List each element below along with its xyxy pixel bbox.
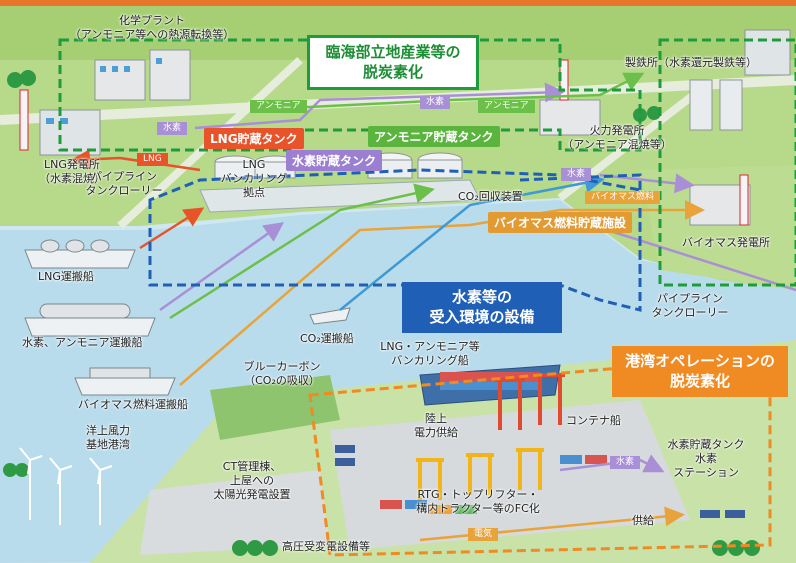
biomass-carrier-label: バイオマス燃料運搬船 <box>78 398 188 411</box>
container-yard <box>330 400 690 550</box>
flow-tag-lng: LNG <box>137 153 168 166</box>
lng-power-plant-icon <box>19 89 101 156</box>
lng-tanks-icon <box>214 155 296 179</box>
wind-turbines-icon <box>19 447 113 525</box>
zone-coastal-industry-title: 臨海部立地産業等の 脱炭素化 <box>307 35 479 90</box>
lng-carrier-label: LNG運搬船 <box>38 270 94 283</box>
pier <box>199 179 481 213</box>
flow-tag-hydrogen: 水素 <box>610 456 641 469</box>
rtg-icon <box>416 448 544 500</box>
h2-nh3-carrier-label: 水素、アンモニア運搬船 <box>22 336 143 349</box>
flow-tag-ammonia: アンモニア <box>478 100 535 113</box>
flow-tag-hydrogen: 水素 <box>561 168 592 181</box>
pipeline-lorry-left-label: パイプライン タンクローリー <box>85 170 163 197</box>
shore-power-label: 陸上 電力供給 <box>414 412 458 439</box>
hydrogen-station-label: 水素貯蔵タンク 水素 ステーション <box>667 438 745 479</box>
biomass-carrier-icon <box>74 367 176 396</box>
flow-tag-ammonia: アンモニア <box>250 100 307 113</box>
container-ship-label: コンテナ船 <box>566 414 621 427</box>
blue-carbon-label: ブルーカーボン （CO₂の吸収） <box>243 360 321 387</box>
biomass-plant-label: バイオマス発電所 <box>682 236 770 249</box>
lng-power-plant-label: LNG発電所 （水素混焼） <box>39 158 105 185</box>
zone-receiving-facilities-title: 水素等の 受入環境の設備 <box>402 282 562 333</box>
lng-ship-arrow <box>139 207 205 250</box>
lng-carrier-icon <box>24 239 136 269</box>
nh3-ship-arrow <box>169 183 435 320</box>
pipeline-lorry-right-label: パイプライン タンクローリー <box>651 292 729 319</box>
h2-nh3-carrier-icon <box>24 303 156 337</box>
substation-label: 高圧受変電設備等 <box>282 540 370 553</box>
receiving-zone-border <box>148 168 642 312</box>
supply-label: 供給 <box>632 514 654 527</box>
zone-port-operation-title: 港湾オペレーションの 脱炭素化 <box>612 346 788 397</box>
port-zone-border <box>308 353 772 557</box>
h2-ship-arrow <box>159 222 285 312</box>
chemical-plant-label: 化学プラント （アンモニア等への熱源転換等） <box>69 14 235 41</box>
co2-recovery-label: CO₂回収装置 <box>458 190 523 203</box>
rtg-fc-label: RTG・トップリフター・ 構内トラクター等のFC化 <box>416 488 540 515</box>
flow-tag-biomass-fuel: バイオマス燃料 <box>585 191 661 204</box>
lng-tank-label: LNG貯蔵タンク <box>204 128 304 149</box>
co2-carrier-icon <box>309 307 351 325</box>
ammonia-tank-label: アンモニア貯蔵タンク <box>368 126 500 147</box>
ct-solar-label: CT管理棟、 上屋への 太陽光発電設置 <box>213 460 291 501</box>
h2-right-arrow <box>599 173 695 194</box>
steelworks-icon <box>689 29 791 131</box>
electricity-arrow <box>419 506 685 542</box>
solar-panels-icon <box>335 445 745 518</box>
flow-arrows <box>70 72 796 542</box>
flow-tag-electricity: 電気 <box>468 528 499 541</box>
top-border <box>0 0 796 6</box>
offshore-wind-port-label: 洋上風力 基地港湾 <box>86 424 130 451</box>
blue-carbon-area <box>210 375 340 440</box>
containers-icon <box>380 455 607 514</box>
thermal-plant-label: 火力発電所 （アンモニア混焼等） <box>562 124 672 151</box>
co2-arrow <box>339 173 605 311</box>
lng-flow-arrow <box>70 149 201 172</box>
nh3-pipeline-arrow <box>249 72 645 112</box>
co2-carrier-label: CO₂運搬船 <box>300 332 354 345</box>
flow-tag-hydrogen: 水素 <box>157 122 188 135</box>
bunkering-ship-label: LNG・アンモニア等 バンカリング船 <box>380 340 480 367</box>
biomass-facility-label: バイオマス燃料貯蔵施設 <box>488 212 633 233</box>
steelworks-label: 製鉄所（水素還元製鉄等） <box>625 56 757 69</box>
lng-bunkering-base-label: LNG バンカリング 拠点 <box>220 158 288 199</box>
coastal-zone-border <box>58 38 642 152</box>
hydrogen-tank-label: 水素貯蔵タンク <box>286 150 383 171</box>
chemical-plant-icon <box>94 49 191 101</box>
flow-tag-hydrogen: 水素 <box>420 96 451 109</box>
